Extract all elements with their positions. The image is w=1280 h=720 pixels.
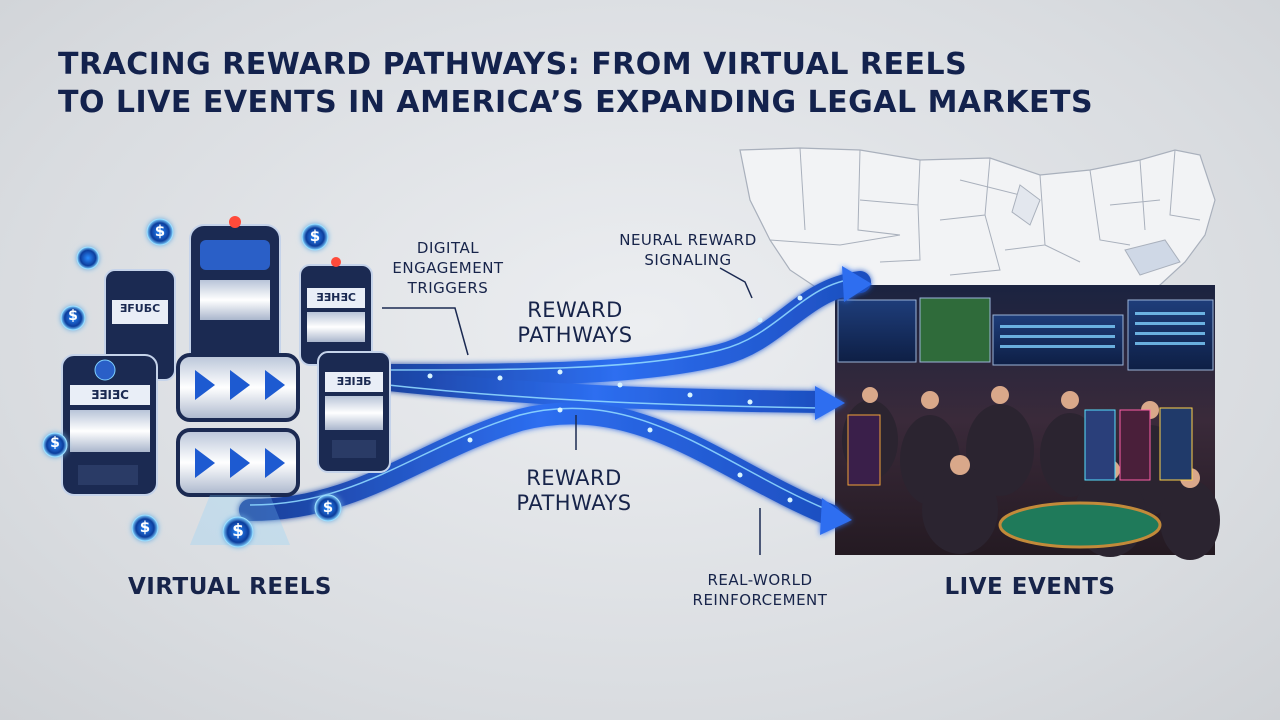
label-line: REWARD <box>526 466 622 490</box>
label-real-world: REAL-WORLD REINFORCEMENT <box>670 570 850 610</box>
label-line: TRIGGERS <box>407 279 489 297</box>
label-neural-reward: NEURAL REWARD SIGNALING <box>598 230 778 270</box>
pathway-sparks <box>327 295 803 503</box>
reel-text: ƎFUБC <box>119 302 161 315</box>
label-line: NEURAL REWARD <box>619 231 757 249</box>
label-line: ENGAGEMENT <box>392 259 504 277</box>
label-line: PATHWAYS <box>517 323 633 347</box>
label-digital-engagement: DIGITAL ENGAGEMENT TRIGGERS <box>378 238 518 298</box>
dollar-icon: $ <box>309 227 321 245</box>
label-line: DIGITAL <box>416 239 480 257</box>
central-reel-drum <box>176 353 300 497</box>
slot-machine <box>189 216 281 386</box>
dollar-icon: $ <box>322 498 334 516</box>
leader-lines <box>382 267 761 555</box>
label-reward-pathways-bottom: REWARD PATHWAYS <box>494 466 654 516</box>
dollar-icon: $ <box>50 435 60 451</box>
label-line: REWARD <box>527 298 623 322</box>
dollar-icon: $ <box>139 518 151 536</box>
reel-text: ƎƎHƎC <box>316 291 356 304</box>
label-line: REAL-WORLD <box>707 571 813 589</box>
label-line: PATHWAYS <box>516 491 632 515</box>
slot-machine <box>299 257 373 366</box>
label-live-events: LIVE EVENTS <box>944 574 1116 600</box>
reel-text: ƎƎIƎБ <box>336 375 372 388</box>
live-events-venue <box>835 285 1220 560</box>
slot-machine <box>317 351 391 473</box>
diagram-title: TRACING REWARD PATHWAYS: FROM VIRTUAL RE… <box>58 46 1178 122</box>
label-line: REINFORCEMENT <box>692 591 828 609</box>
label-virtual-reels: VIRTUAL REELS <box>127 574 332 600</box>
title-line-2: TO LIVE EVENTS IN AMERICA’S EXPANDING LE… <box>58 85 1094 120</box>
floating-coins <box>42 218 342 548</box>
reel-text: ƎƎIƎC <box>91 388 129 402</box>
dollar-icon: $ <box>232 521 244 541</box>
virtual-reels-cluster <box>61 216 391 545</box>
slot-machine <box>61 354 158 496</box>
label-line: SIGNALING <box>644 251 732 269</box>
dollar-icon: $ <box>154 222 166 240</box>
title-line-1: TRACING REWARD PATHWAYS: FROM VIRTUAL RE… <box>58 47 968 82</box>
label-reward-pathways-top: REWARD PATHWAYS <box>495 298 655 348</box>
slot-machine <box>104 269 176 381</box>
reward-pathways <box>239 266 872 535</box>
dollar-icon: $ <box>68 308 78 324</box>
